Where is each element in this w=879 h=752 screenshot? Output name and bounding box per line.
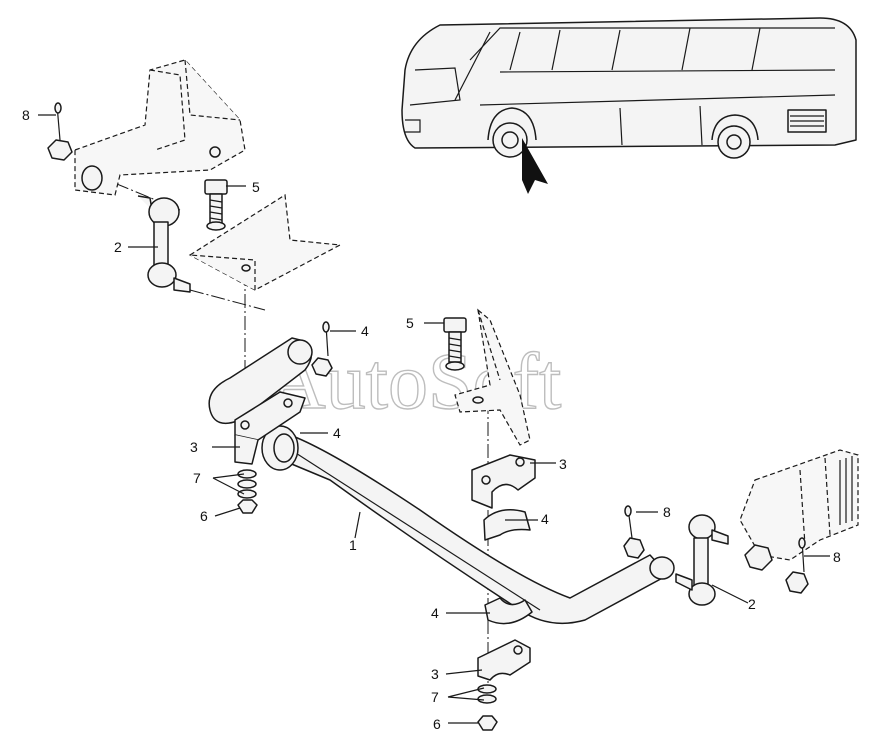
bolt-centre [443, 317, 467, 371]
location-arrow-icon [522, 138, 548, 194]
callout-7: 7 [431, 689, 439, 705]
callout-4: 4 [333, 425, 341, 441]
stabilizer-bar [208, 337, 675, 625]
callout-4: 4 [361, 323, 369, 339]
callout-6: 6 [200, 508, 208, 524]
bushing-centre-upper [483, 509, 531, 541]
fasteners-left [237, 469, 258, 514]
link-rod-right [675, 514, 729, 606]
callout-5: 5 [252, 179, 260, 195]
fasteners-centre [477, 684, 498, 731]
link-rod-left [137, 195, 191, 293]
callout-5: 5 [406, 315, 414, 331]
upper-left-bracket [74, 59, 246, 196]
callout-8: 8 [833, 549, 841, 565]
callout-3: 3 [559, 456, 567, 472]
callout-8: 8 [22, 107, 30, 123]
lower-right-bracket [739, 449, 859, 561]
callout-7: 7 [193, 470, 201, 486]
bolt-left [204, 179, 228, 231]
clamp-centre-lower [477, 639, 531, 681]
callout-3: 3 [431, 666, 439, 682]
bushing-centre-lower [484, 597, 533, 625]
nut-pin-far-right [785, 537, 809, 594]
callout-3: 3 [190, 439, 198, 455]
nut-pin-right-centre [623, 505, 645, 559]
bearing-clamp-left [234, 391, 306, 465]
callout-2: 2 [748, 596, 756, 612]
callout-6: 6 [433, 716, 441, 732]
mounting-bracket-centre [454, 308, 531, 446]
leader-lines [38, 114, 830, 724]
bus-illustration [401, 17, 857, 194]
clamp-centre-upper [471, 454, 536, 509]
nut-pin-top [311, 321, 333, 377]
callout-2: 2 [114, 239, 122, 255]
mounting-plate-left [188, 193, 343, 291]
callout-1: 1 [349, 537, 357, 553]
callout-4: 4 [431, 605, 439, 621]
callout-8: 8 [663, 504, 671, 520]
callout-4: 4 [541, 511, 549, 527]
callout-labels: 8 5 2 4 5 3 4 7 6 1 3 4 8 8 2 4 3 7 6 [22, 107, 841, 732]
nut-bracket-right [744, 544, 773, 571]
nut-top-left [47, 102, 73, 161]
